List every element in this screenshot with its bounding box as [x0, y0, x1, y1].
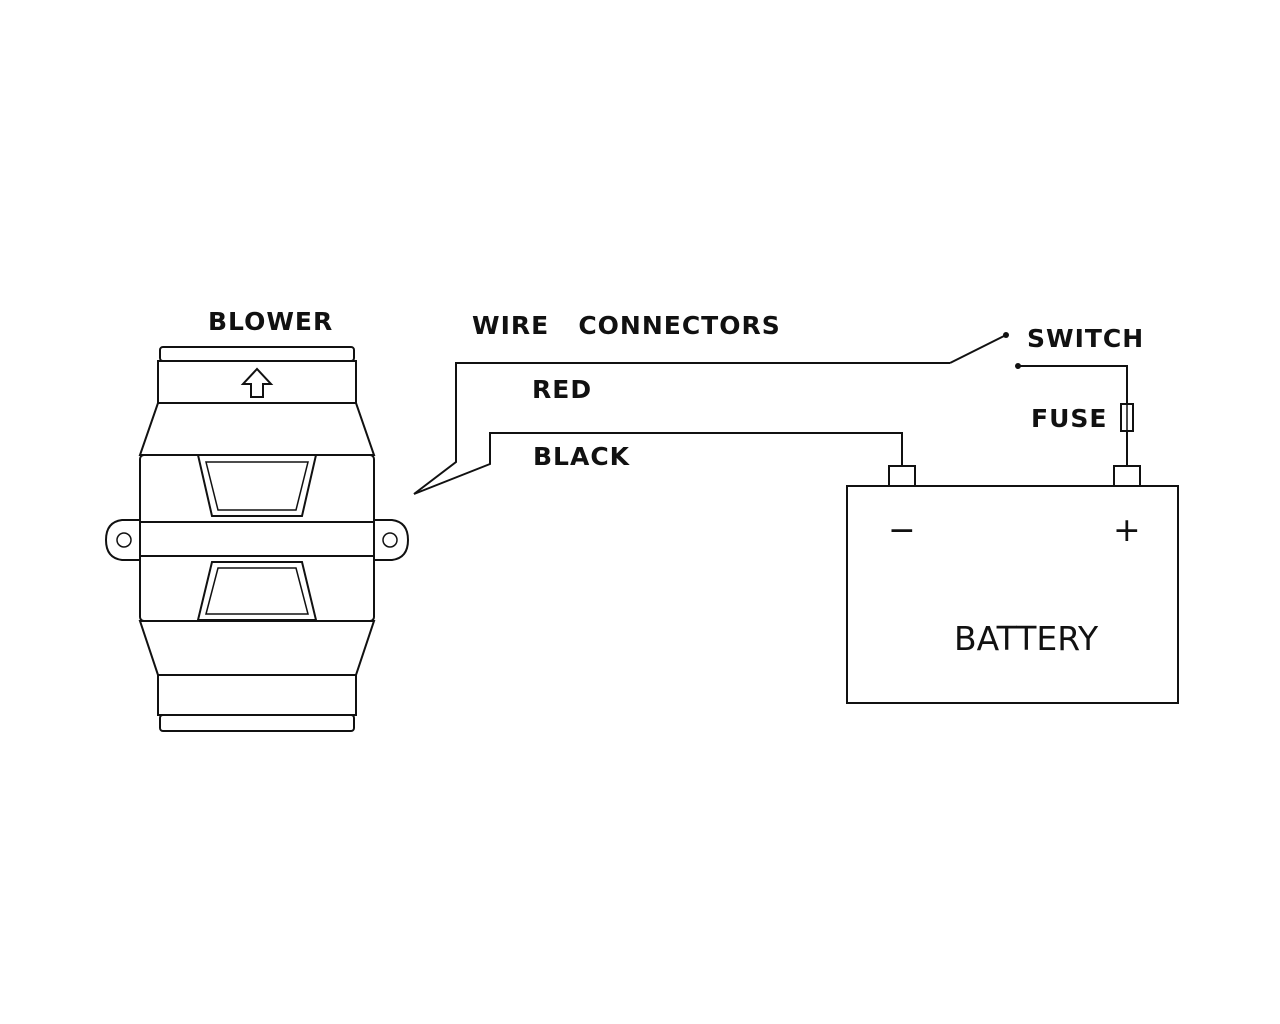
- fuse-label: FUSE: [1031, 404, 1107, 433]
- switch-label: SWITCH: [1027, 324, 1144, 353]
- blower-bottom-ring: [159, 714, 355, 732]
- blower-right-ear-hole: [382, 532, 398, 548]
- fuse: [1120, 403, 1134, 466]
- blower-upper-taper: [138, 402, 376, 456]
- blower-bottom-neck: [157, 674, 357, 716]
- red-wire: [413, 362, 950, 495]
- blower: [104, 346, 410, 732]
- positive-sign: +: [1113, 510, 1141, 549]
- blower-top-ring: [159, 346, 355, 362]
- black-wire-label: BLACK: [533, 442, 631, 471]
- switch: [949, 332, 1128, 404]
- battery-label: BATTERY: [954, 619, 1099, 658]
- blower-upper-window-inner: [205, 461, 309, 511]
- airflow-arrow-icon: [240, 367, 274, 398]
- blower-lower-window: [196, 561, 318, 621]
- switch-top-contact: [1003, 332, 1009, 338]
- blower-upper-window: [196, 454, 318, 517]
- negative-sign: −: [888, 510, 916, 549]
- wire-connectors-label: WIRE CONNECTORS: [472, 311, 781, 340]
- black-wire: [413, 432, 903, 495]
- blower-middle-band: [139, 521, 375, 557]
- battery-negative-terminal: [888, 465, 916, 487]
- switch-lever: [949, 334, 1007, 364]
- blower-lower-window-inner: [205, 567, 309, 615]
- battery: [846, 465, 1179, 704]
- blower-left-ear-hole: [116, 532, 132, 548]
- red-wire-label: RED: [532, 375, 592, 404]
- blower-left-ear: [104, 519, 141, 561]
- blower-label: BLOWER: [208, 307, 333, 336]
- blower-lower-taper: [138, 620, 376, 676]
- battery-body: [846, 485, 1179, 704]
- switch-to-fuse-wire: [1018, 365, 1128, 404]
- battery-positive-terminal: [1113, 465, 1141, 487]
- wires: [413, 362, 950, 495]
- blower-right-ear: [373, 519, 410, 561]
